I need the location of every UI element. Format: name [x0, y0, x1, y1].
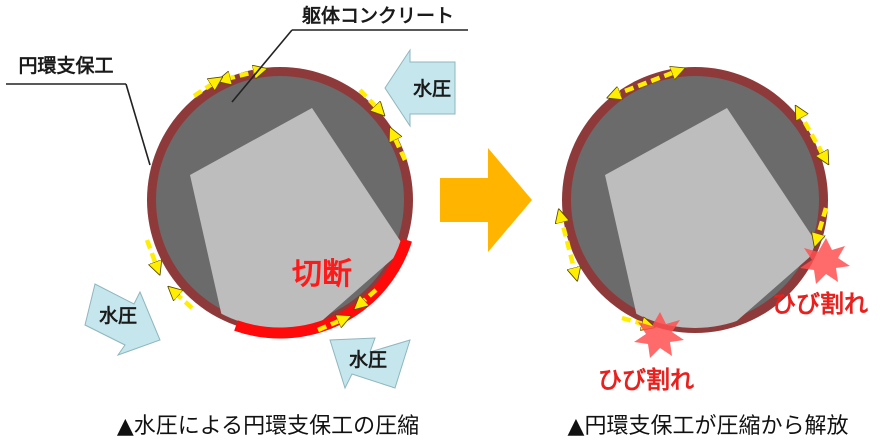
- left-diagram: 水圧 水圧 水圧 切断 躯体コンクリート 円環支保工: [6, 4, 468, 390]
- crack-label-right: ひび割れ: [772, 290, 868, 318]
- right-diagram: ひび割れ ひび割れ: [560, 67, 868, 394]
- crack-burst-right: [800, 238, 850, 284]
- transition-arrow: [440, 148, 532, 252]
- left-inner-block: [190, 108, 405, 328]
- ring-support-leader: [6, 83, 151, 166]
- crack-label-bottom: ひび割れ: [598, 366, 694, 394]
- water-pressure-arrow-top: 水圧: [384, 48, 456, 128]
- water-pressure-label-bottom-right: 水圧: [349, 349, 387, 371]
- ring-support-label: 円環支保工: [18, 54, 113, 77]
- concrete-leader: [231, 29, 468, 103]
- water-pressure-arrow-bottom-left: 水圧: [84, 283, 161, 356]
- cut-label: 切断: [292, 257, 352, 292]
- water-pressure-arrow-bottom-right: 水圧: [329, 337, 411, 390]
- left-force-arrows: [144, 70, 408, 333]
- right-force-arrows: [560, 70, 826, 326]
- water-pressure-label-top: 水圧: [413, 78, 451, 100]
- concrete-label: 躯体コンクリート: [301, 4, 454, 27]
- caption-left: ▲水圧による円環支保工の圧縮: [117, 414, 419, 439]
- right-inner-block: [605, 108, 820, 328]
- crack-burst-bottom: [634, 312, 684, 358]
- water-pressure-label-bottom-left: 水圧: [99, 305, 137, 327]
- caption-right: ▲円環支保工が圧縮から解放: [568, 414, 849, 439]
